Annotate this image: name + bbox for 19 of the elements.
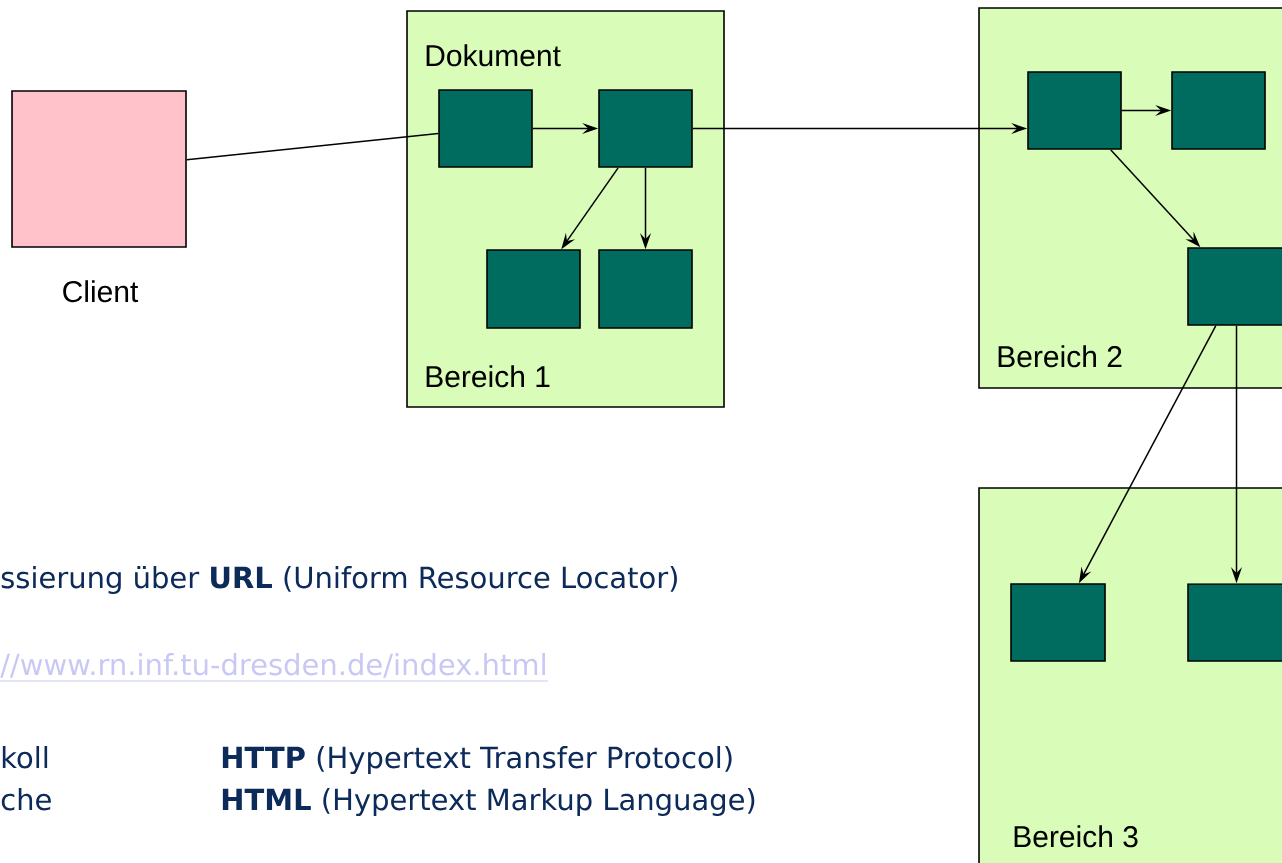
element-box [1010, 583, 1106, 662]
element-box [1187, 583, 1282, 662]
element-box [1187, 247, 1282, 326]
element-box [486, 249, 581, 329]
text-line: ssierung über URL (Uniform Resource Locator) [1, 565, 677, 595]
element-box [1171, 71, 1266, 150]
text-line: HTTP (Hypertext Transfer Protocol) [222, 746, 732, 775]
element-box [598, 89, 693, 168]
element-box [598, 249, 693, 329]
text-line: koll [2, 746, 48, 769]
text-line: che [1, 787, 51, 811]
client-label: Client [63, 280, 139, 303]
text-line: HTML (Hypertext Markup Language) [222, 787, 755, 817]
area-label: Bereich 2 [998, 345, 1122, 368]
element-box [1027, 71, 1122, 150]
element-box [438, 89, 533, 168]
area-label: Dokument [426, 44, 561, 67]
area-label: Bereich 3 [1014, 825, 1138, 848]
area-label: Bereich 1 [426, 365, 550, 388]
